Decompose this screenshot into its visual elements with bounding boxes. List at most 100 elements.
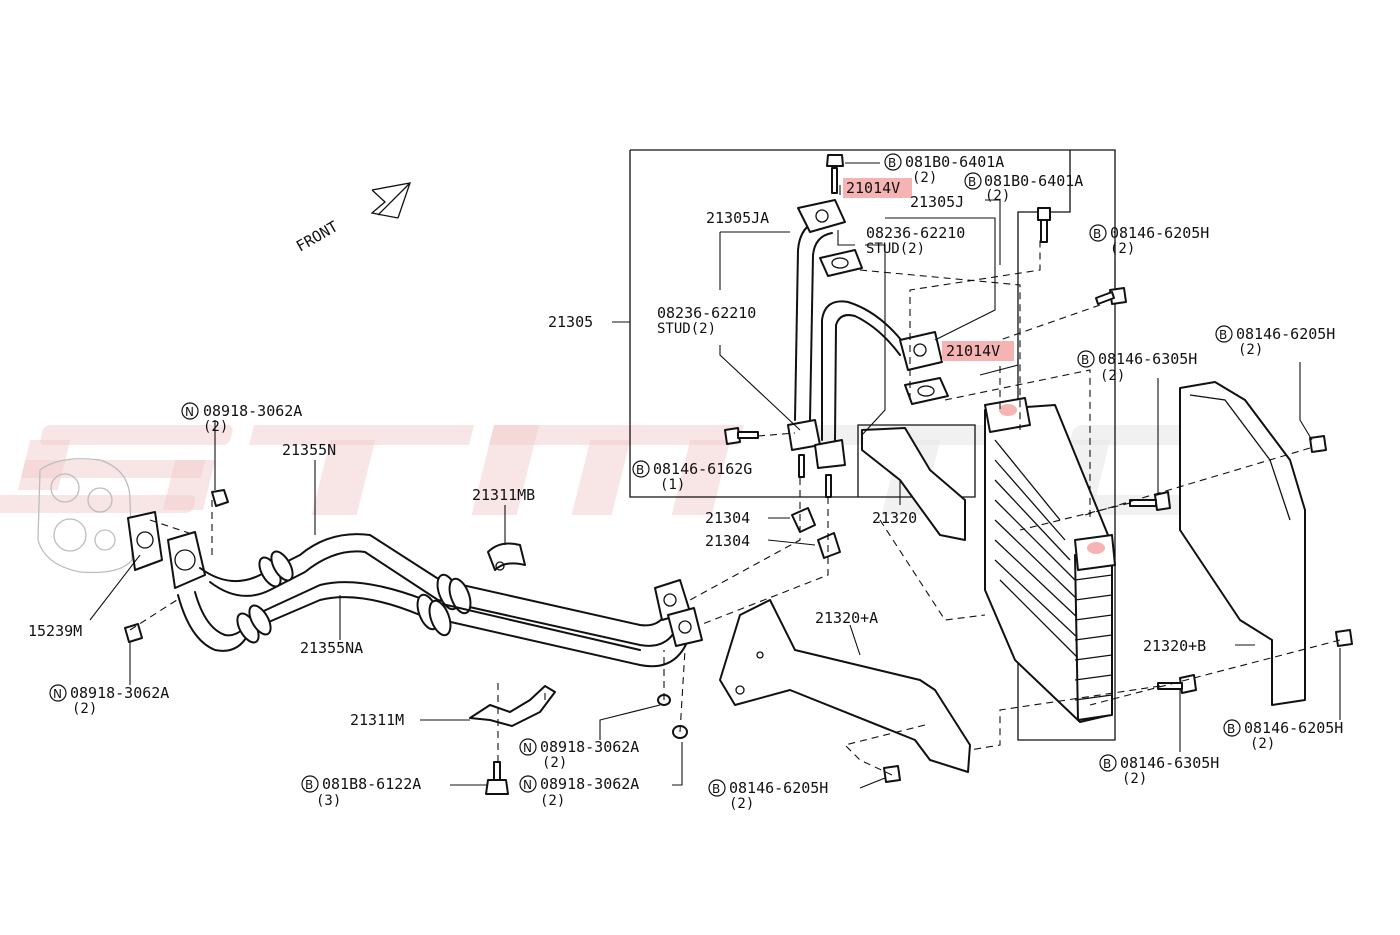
svg-text:B: B [1219,328,1227,342]
qty-08146-6162g: (1) [660,477,685,493]
svg-text:B: B [305,778,313,792]
hose-flange-fitting [167,531,206,589]
dashed-guides [129,240,1341,776]
qty-08918-3062a-left: (2) [72,701,97,717]
stud-icons [798,167,838,498]
label-081b0-6401a-1: 081B0-6401A [905,153,1004,171]
gasket-15239m [127,511,163,571]
svg-text:B: B [1081,353,1089,367]
assembly-box-21305 [629,149,1116,741]
label-21305j: 21305J [910,193,964,211]
label-stud-left-txt: STUD(2) [657,321,716,337]
svg-text:N: N [185,405,194,419]
label-08146-6205h-br: 08146-6205H [1244,719,1343,737]
qty-08918-3062a-top: (2) [203,419,228,435]
bolt-icon-6205h-br [1335,629,1353,647]
oil-cooler [984,397,1116,723]
nut-icon-top [211,489,229,507]
bolt-icon-081b0-b [1037,207,1051,243]
label-08918-3062a-left: 08918-3062A [70,684,169,702]
label-21304-b: 21304 [705,532,750,550]
bolt-icon-6162g [724,427,759,445]
label-21311mb: 21311MB [472,486,535,504]
label-08918-3062a-top: 08918-3062A [203,402,302,420]
label-08146-6205h-right: 08146-6205H [1236,325,1335,343]
marker-circles: B B B B B N B N B N B B N B [49,153,1241,797]
qty-081b0-6401a-2: (2) [985,188,1010,204]
label-081b8-6122a: 081B8-6122A [322,775,421,793]
bolt-icon-081b8 [485,761,509,795]
label-21311m: 21311M [350,711,404,729]
bolt-icon-6205h-top [1095,287,1127,305]
label-stud-top-num: 08236-62210 [866,224,965,242]
pipe-21305ja [787,199,846,451]
oil-line-21355na [177,581,689,668]
gasket-21304-b [817,532,841,559]
svg-text:N: N [53,687,62,701]
label-21320: 21320 [872,509,917,527]
label-08146-6305h-top: 08146-6305H [1098,350,1197,368]
qty-081b8-6122a: (3) [316,793,341,809]
leader-lines [89,162,1341,789]
bolt-icon-6205h-bot [883,765,901,783]
front-label: FRONT [293,217,341,255]
qty-08146-6305h-bot: (2) [1122,771,1147,787]
highlight-21014v-top [843,178,912,198]
cooler-port-top-highlight [999,404,1017,416]
qty-08918-3062a-bot: (2) [540,793,565,809]
qty-08146-6205h-top: (2) [1110,241,1135,257]
svg-text:B: B [888,156,896,170]
label-08918-3062a-bot: 08918-3062A [540,775,639,793]
svg-text:B: B [1093,227,1101,241]
qty-08918-3062a-mid: (2) [542,755,567,771]
label-21355n: 21355N [282,441,336,459]
bolt-icon-6305h-bot [1157,674,1197,694]
oil-pump-ghost [37,458,133,574]
shroud-21320b [1179,381,1306,706]
clamp-21311m [469,685,556,727]
label-081b0-6401a-2: 081B0-6401A [984,172,1083,190]
label-21014v-top: 21014V [846,179,900,197]
label-21320b: 21320+B [1143,637,1206,655]
oil-line-21355n [199,533,679,647]
label-21305ja: 21305JA [706,209,769,227]
clamp-21311mb [487,542,526,571]
label-08146-6205h-bot: 08146-6205H [729,779,828,797]
svg-text:B: B [968,175,976,189]
line-end-flanges [654,579,703,647]
label-08146-6162g: 08146-6162G [653,460,752,478]
label-21320a: 21320+A [815,609,878,627]
svg-text:B: B [1103,757,1111,771]
highlight-21014v-mid [942,341,1014,361]
qty-08146-6305h-top: (2) [1100,368,1125,384]
label-08146-6305h-bot: 08146-6305H [1120,754,1219,772]
bolt-icon-6205h-right [1309,435,1327,453]
gasket-21014v-mid [904,377,949,405]
bracket-21320 [861,427,966,541]
nut-icon-left [124,623,143,643]
svg-text:N: N [523,778,532,792]
label-stud-left-num: 08236-62210 [657,304,756,322]
svg-text:B: B [636,463,644,477]
cooler-port-bottom-highlight [1087,542,1105,554]
bolt-icon-081b0-a [826,154,844,167]
label-21304-a: 21304 [705,509,750,527]
label-21355na: 21355NA [300,639,363,657]
qty-08146-6205h-bot: (2) [729,796,754,812]
qty-08146-6205h-right: (2) [1238,342,1263,358]
label-08146-6205h-top: 08146-6205H [1110,224,1209,242]
qty-08146-6205h-br: (2) [1250,736,1275,752]
svg-text:B: B [1227,722,1235,736]
label-15239m: 15239M [28,622,82,640]
label-08918-3062a-mid: 08918-3062A [540,738,639,756]
label-stud-top-txt: STUD(2) [866,241,925,257]
qty-081b0-6401a-1: (2) [912,170,937,186]
svg-text:B: B [712,782,720,796]
part-labels: 081B0-6401A (2) 21014V 081B0-6401A (2) 2… [28,153,1343,812]
label-21014v-mid: 21014V [946,342,1000,360]
svg-text:N: N [523,741,532,755]
front-arrow-icon [370,182,411,219]
label-21305: 21305 [548,313,593,331]
